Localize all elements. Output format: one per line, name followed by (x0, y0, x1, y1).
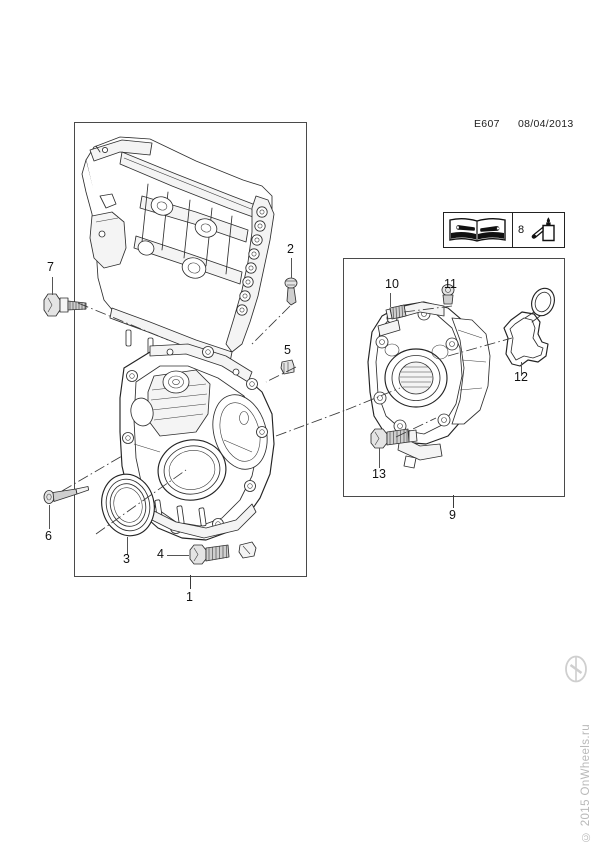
oil-bottle-icon (531, 217, 555, 242)
bolt-11-part (441, 284, 455, 305)
bolt-4-part (189, 541, 257, 565)
callout-6-label: 6 (45, 529, 52, 543)
axis-7-to-cover (77, 302, 169, 341)
axis-pump-lower (345, 387, 401, 411)
callout-13-leader (379, 448, 381, 468)
callout-7-label: 7 (47, 260, 54, 274)
axis-cover-to-pump (275, 409, 347, 437)
oil-pump-part (367, 301, 491, 469)
callout-12-leader (521, 362, 523, 376)
group-9-leader (453, 495, 455, 508)
axis-2-to-cover (249, 305, 291, 347)
group-1-label: 1 (186, 590, 193, 604)
relief-valve-10-part (385, 304, 407, 320)
callout-10-label: 10 (385, 277, 399, 291)
callout-13-label: 13 (372, 467, 386, 481)
axis-10-to-pump (403, 305, 453, 313)
front-cover-part (81, 136, 275, 541)
gasket-12-part (503, 287, 555, 367)
callout-7-leader (52, 277, 54, 295)
bolt-13-part (370, 428, 418, 449)
drawing-code: E607 (474, 118, 500, 130)
callout-10-leader (390, 293, 392, 307)
bolt-6-part (43, 486, 90, 504)
watermark-text: © 2015 OnWheels.ru (580, 724, 592, 843)
callout-3-leader (127, 537, 129, 555)
callout-5-label: 5 (284, 343, 291, 357)
callout-3-label: 3 (123, 552, 130, 566)
icon-bar: 8 (443, 212, 565, 248)
callout-4-label: 4 (157, 547, 164, 561)
axis-5-to-cover (265, 366, 297, 383)
lubricant-box: 8 (513, 213, 564, 247)
callout-2-label: 2 (287, 242, 294, 256)
callout-4-leader (167, 555, 189, 557)
bolt-2-part (284, 277, 298, 306)
plug-5-part (280, 359, 295, 375)
axis-13-to-pump (395, 417, 437, 438)
callout-11-label: 11 (444, 277, 457, 291)
callout-2-leader (291, 258, 293, 278)
service-manual-box (444, 213, 513, 247)
axis-12-to-pump (447, 337, 513, 357)
watermark: © 2015 OnWheels.ru (560, 648, 594, 843)
bolt-7-part (43, 293, 87, 317)
drawing-date: 08/04/2013 (518, 118, 574, 130)
lubricant-item-number: 8 (518, 224, 525, 236)
group-9-label: 9 (449, 508, 456, 522)
axis-6-to-seal (61, 455, 123, 492)
service-manual-book-wrench-icon (449, 218, 506, 242)
callout-6-leader (49, 505, 51, 529)
callout-12-label: 12 (514, 370, 528, 384)
group-1-leader (190, 575, 192, 589)
onwheels-circle-logo (565, 655, 587, 683)
